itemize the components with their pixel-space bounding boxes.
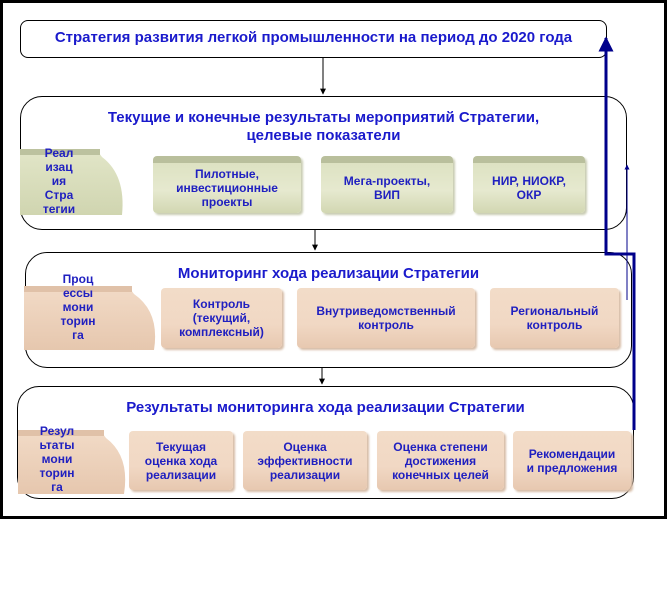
departmental-control-card: Внутриведомственный контроль <box>297 288 475 348</box>
monitoring-results-side-label: Резул ьтаты мони торин га <box>39 424 75 494</box>
goals-achievement-card: Оценка степени достижения конечных целей <box>377 431 504 490</box>
research-card: НИР, НИОКР, ОКР <box>473 156 585 213</box>
mega-projects-card: Мега-проекты, ВИП <box>321 156 453 213</box>
diagram-frame <box>0 0 667 519</box>
strategy-box: Стратегия развития легкой промышленности… <box>20 20 607 58</box>
control-card: Контроль (текущий, комплексный) <box>161 288 282 348</box>
monitoring-section-title: Мониторинг хода реализации Стратегии <box>177 265 480 282</box>
monitoring-results-side-tab-shape <box>18 430 126 494</box>
monitoring-side-tab-shape <box>24 286 156 350</box>
strategy-title: Стратегия развития легкой промышленности… <box>54 29 573 46</box>
results-side-label: Реал изац ия Стра тегии <box>42 146 76 216</box>
monitoring-side-label: Проц ессы мони торин га <box>60 272 96 342</box>
results-side-tab-shape <box>20 149 123 215</box>
current-assessment-card: Текущая оценка хода реализации <box>129 431 233 490</box>
efficiency-assessment-card: Оценка эффективности реализации <box>243 431 367 490</box>
recommendations-card: Рекомендации и предложения <box>513 431 631 490</box>
pilot-projects-card: Пилотные, инвестиционные проекты <box>153 156 301 213</box>
feedback-loop-line <box>598 36 636 430</box>
results-section-title: Текущие и конечные результаты мероприяти… <box>107 109 540 144</box>
regional-control-card: Региональный контроль <box>490 288 619 348</box>
monitoring-results-title: Результаты мониторинга хода реализации С… <box>126 399 525 416</box>
